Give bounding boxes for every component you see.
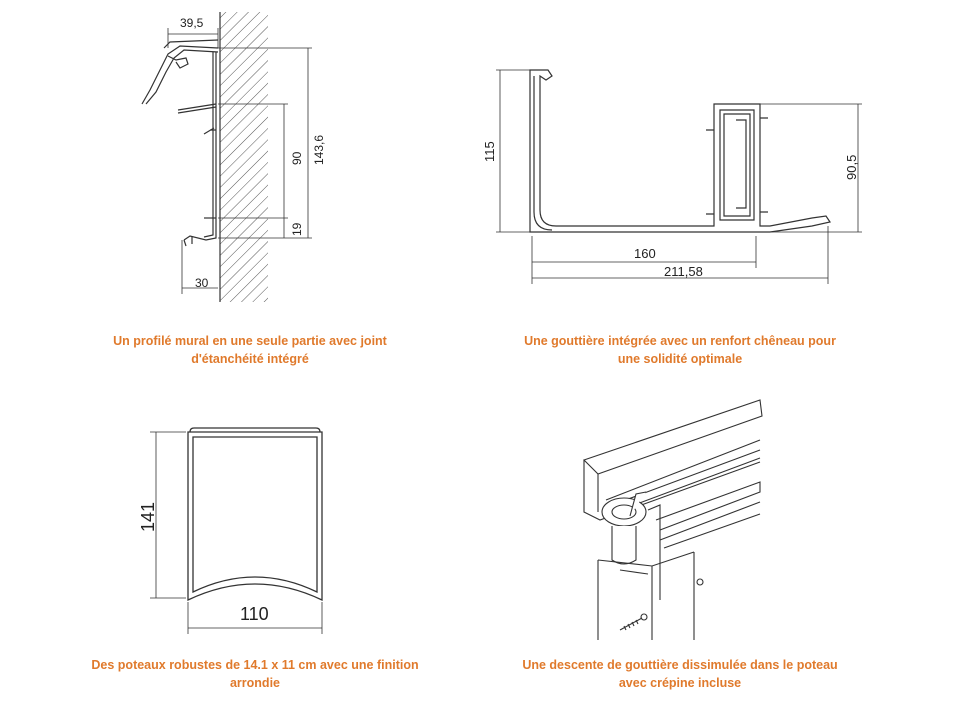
caption-post-line1: Des poteaux robustes de 14.1 x 11 cm ave… [91, 658, 419, 672]
caption-wall-profile: Un profilé mural en une seule partie ave… [80, 332, 420, 368]
screw-icon [619, 578, 704, 631]
caption-downpipe: Une descente de gouttière dissimulée dan… [500, 656, 860, 692]
dim-top-width: 39,5 [180, 16, 204, 30]
dim-post-width: 110 [240, 604, 269, 624]
wall-profile-shape [141, 39, 219, 247]
gutter-dimension-lines [496, 69, 862, 284]
caption-wall-profile-line2: d'étanchéité intégré [191, 352, 309, 366]
gutter-isometric-shape [582, 399, 763, 600]
post-dimension-lines [150, 431, 323, 634]
wall-hatching [219, 12, 268, 302]
dim-bottom-width: 30 [195, 276, 209, 290]
caption-gutter-line1: Une gouttière intégrée avec un renfort c… [524, 334, 836, 348]
dimension-lines [167, 28, 312, 294]
caption-wall-profile-line1: Un profilé mural en une seule partie ave… [113, 334, 387, 348]
caption-downpipe-line1: Une descente de gouttière dissimulée dan… [522, 658, 838, 672]
post-profile-shape [187, 427, 323, 602]
post-isometric-shape [597, 551, 695, 640]
dim-gutter-width-total: 211,58 [664, 264, 703, 279]
strainer-shape [601, 491, 647, 565]
caption-post-line2: arrondie [229, 676, 280, 690]
caption-downpipe-line2: avec crépine incluse [618, 676, 742, 690]
caption-gutter-line2: une solidité optimale [617, 352, 743, 366]
gutter-profile-shape [529, 69, 831, 233]
caption-gutter: Une gouttière intégrée avec un renfort c… [500, 332, 860, 368]
caption-post: Des poteaux robustes de 14.1 x 11 cm ave… [80, 656, 430, 692]
dim-gutter-width-inner: 160 [634, 246, 656, 261]
